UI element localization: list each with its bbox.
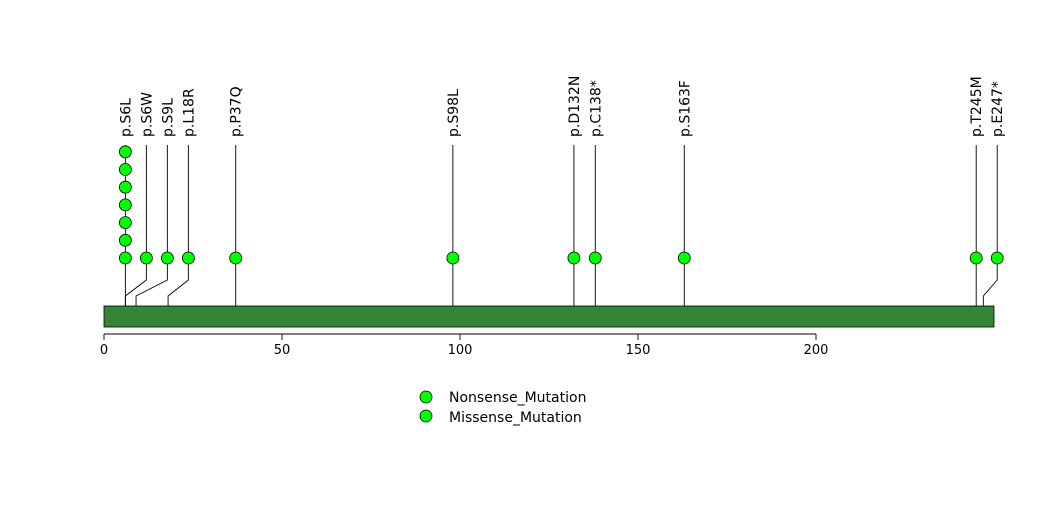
label-p-t245m: p.T245M (969, 76, 985, 137)
protein-bar (103, 305, 995, 328)
tick-label-0: 0 (100, 343, 108, 358)
legend-marker-nonsense (419, 390, 433, 404)
point-p-s6l (118, 163, 132, 176)
label-p-s98l: p.S98L (446, 89, 462, 137)
label-p-d132n: p.D132N (567, 76, 583, 137)
tick-label-200: 200 (804, 343, 829, 358)
connector-p-s6w (124, 258, 147, 306)
label-p-s9l: p.S9L (160, 98, 176, 137)
point-p-s6l (118, 233, 132, 247)
point-p-s6l (118, 216, 132, 230)
mutation-labels: p.S6L p.S6W p.S9L p.L18R p.P37Q p.S98L p.D132N… (118, 76, 1006, 137)
point-p-s9l (160, 251, 174, 265)
tick-label-100: 100 (448, 343, 473, 358)
point-p-p37q (229, 251, 243, 265)
legend-marker-missense (419, 409, 433, 423)
stem-lines (124, 145, 998, 258)
label-p-s163f: p.S163F (677, 80, 693, 137)
point-p-t245m (969, 251, 983, 265)
label-p-e247: p.E247* (990, 81, 1006, 137)
x-axis: 0 50 100 150 200 (100, 333, 829, 358)
label-p-s6l: p.S6L (118, 98, 134, 137)
point-p-e247 (990, 251, 1004, 265)
point-p-s163f (677, 251, 691, 265)
connector-p-l18r (167, 258, 189, 306)
point-p-s98l (446, 251, 460, 265)
legend-label-missense: Missense_Mutation (449, 410, 582, 426)
point-p-d132n (567, 251, 581, 265)
label-p-c138: p.C138* (588, 80, 604, 137)
point-p-s6l (118, 145, 132, 159)
tick-label-150: 150 (626, 343, 651, 358)
point-p-l18r (181, 251, 195, 265)
legend-label-nonsense: Nonsense_Mutation (449, 390, 586, 406)
connector-p-s9l (135, 258, 168, 306)
label-p-p37q: p.P37Q (229, 86, 245, 137)
point-p-s6l (118, 251, 132, 265)
label-p-s6w: p.S6W (139, 92, 155, 137)
tick-label-50: 50 (274, 343, 291, 358)
mutation-points (118, 145, 1004, 265)
point-p-s6l (118, 198, 132, 212)
point-p-s6w (139, 251, 153, 265)
label-p-l18r: p.L18R (181, 88, 197, 137)
point-p-s6l (118, 180, 132, 194)
point-p-c138 (588, 251, 602, 265)
connector-p-e247 (982, 258, 998, 306)
legend: Nonsense_Mutation Missense_Mutation (419, 390, 586, 426)
connector-lines (124, 258, 998, 306)
